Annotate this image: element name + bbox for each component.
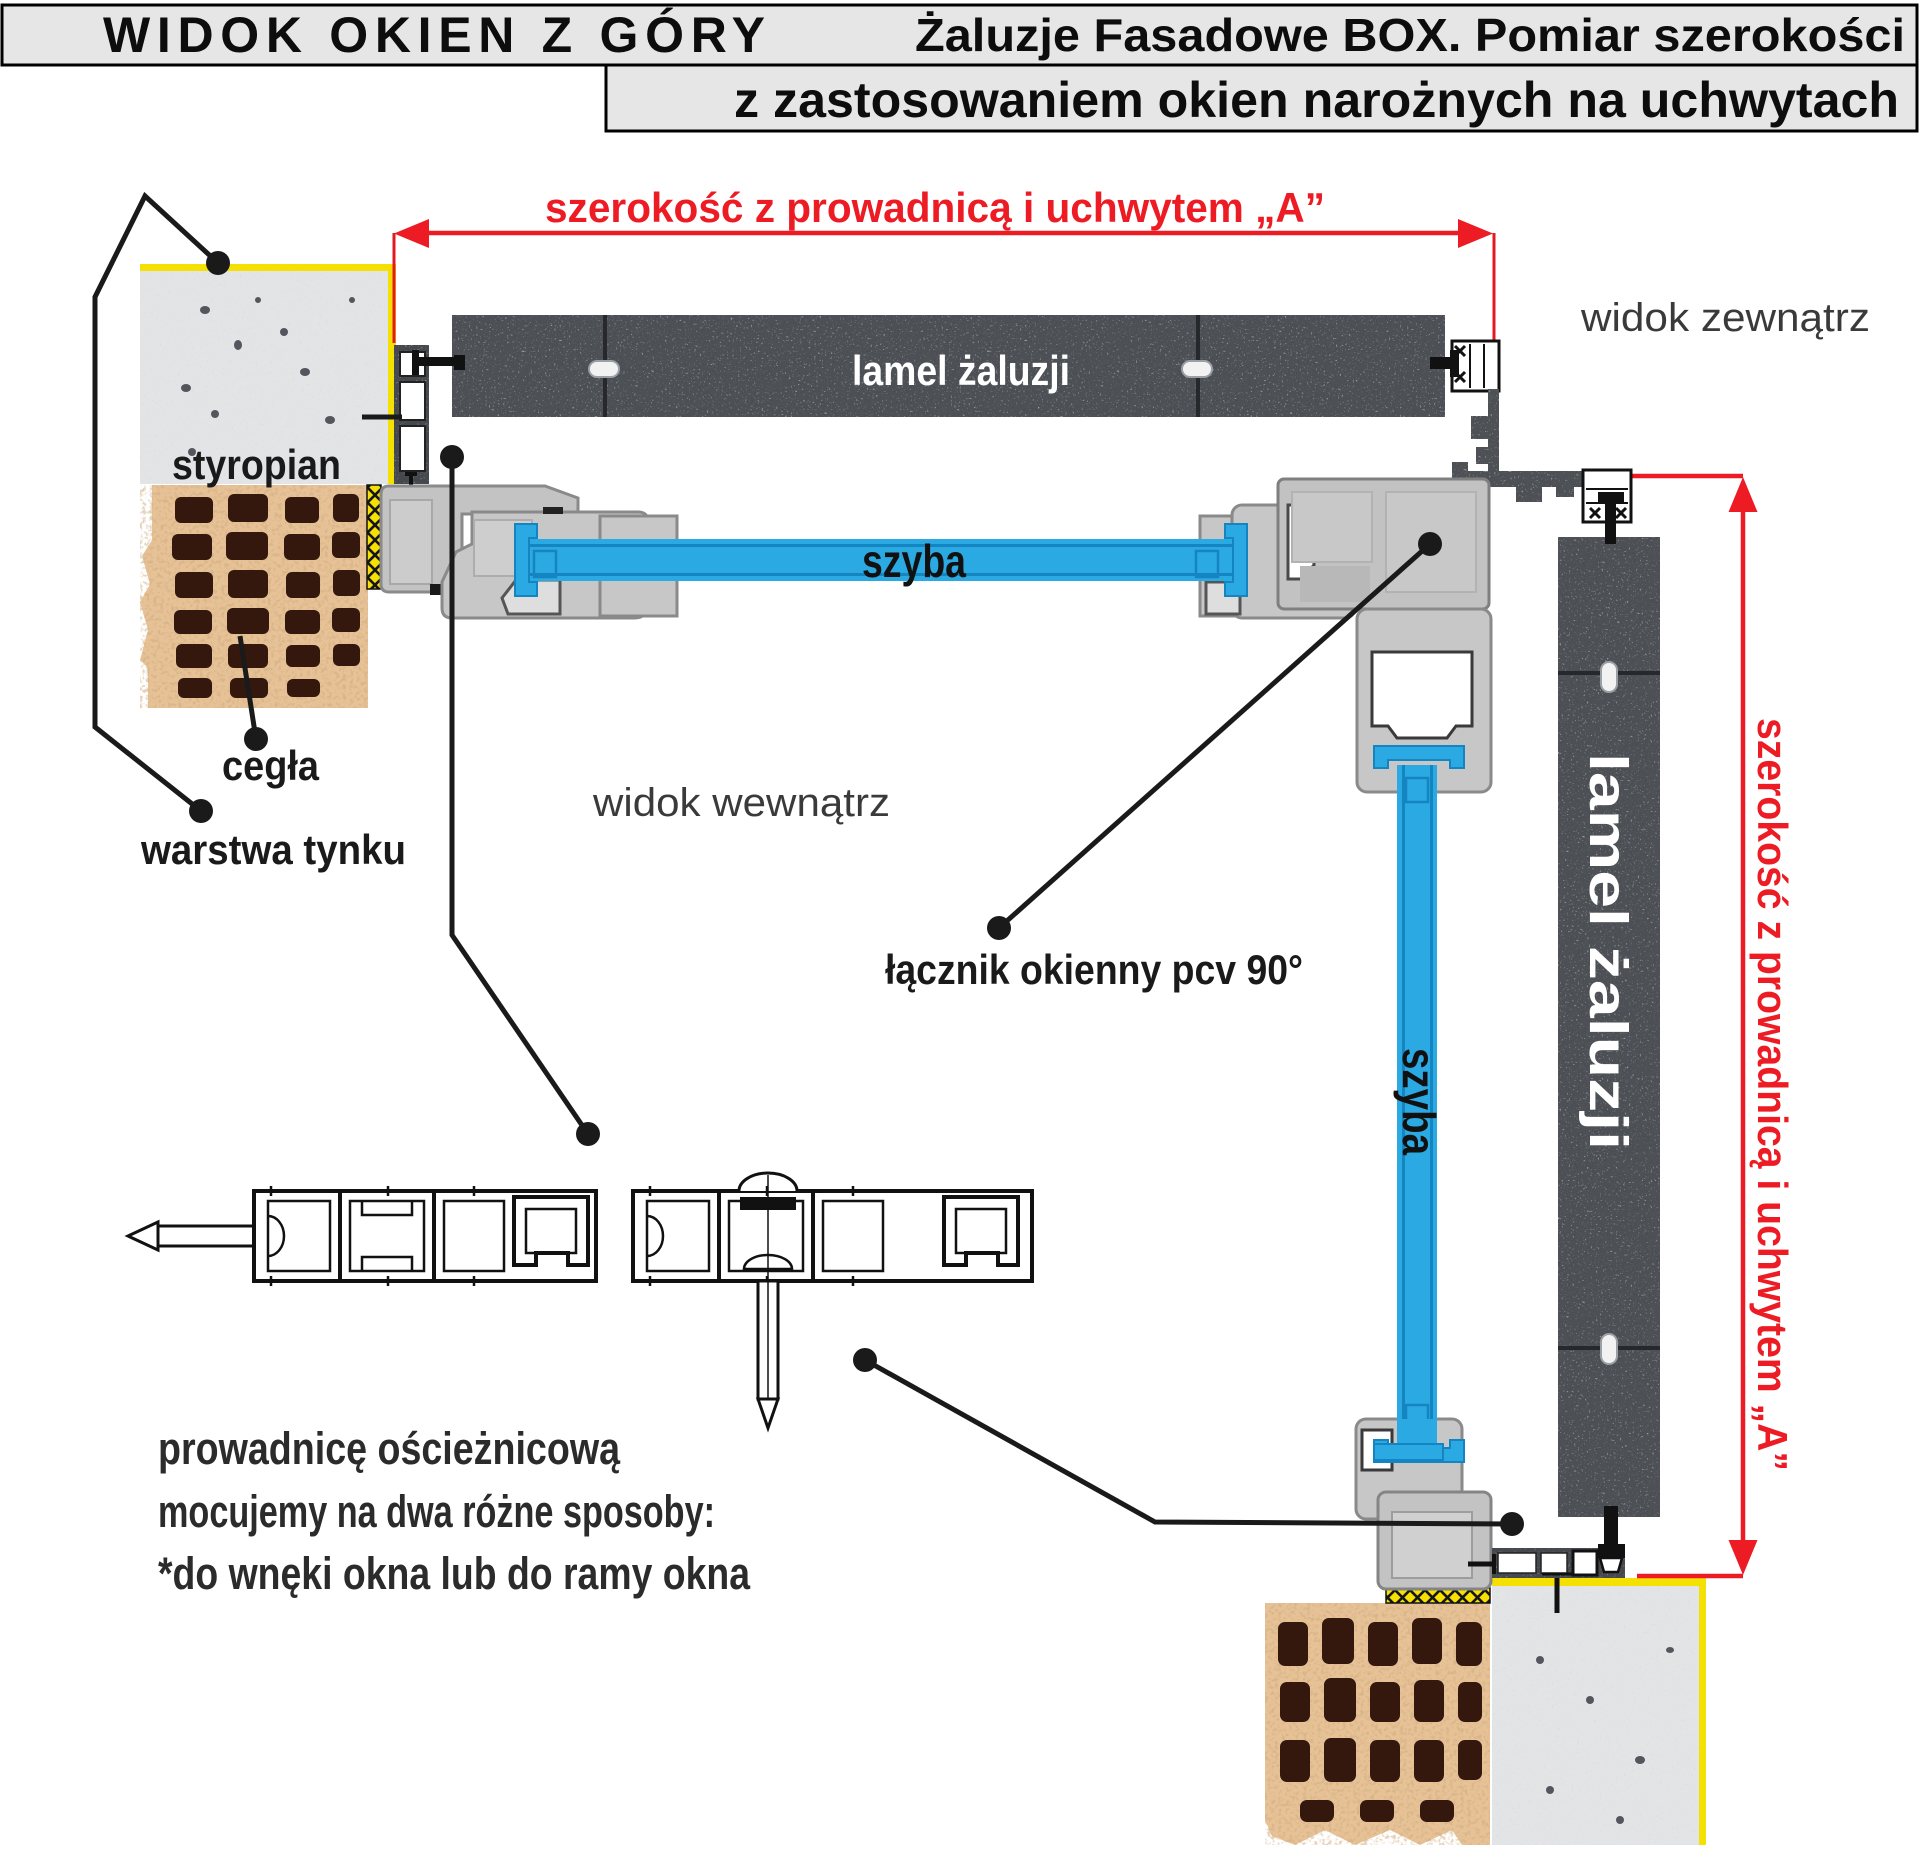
svg-text:prowadnicę ościeżnicową: prowadnicę ościeżnicową	[158, 1423, 621, 1474]
svg-text:szerokość z prowadnicą i uchwy: szerokość z prowadnicą i uchwytem „A”	[545, 184, 1325, 231]
svg-text:szyba: szyba	[862, 535, 966, 587]
svg-text:łącznik okienny pcv 90°: łącznik okienny pcv 90°	[885, 946, 1303, 993]
svg-text:warstwa tynku: warstwa tynku	[140, 826, 406, 873]
svg-text:lamel żaluzji: lamel żaluzji	[852, 347, 1070, 394]
svg-text:Żaluzje Fasadowe BOX. Pomiar s: Żaluzje Fasadowe BOX. Pomiar szerokości	[915, 9, 1905, 61]
svg-text:styropian: styropian	[172, 441, 341, 488]
svg-text:szyba: szyba	[1393, 1048, 1445, 1155]
svg-text:widok wewnątrz: widok wewnątrz	[592, 781, 890, 825]
svg-text:z zastosowaniem okien narożnyc: z zastosowaniem okien narożnych na uchwy…	[734, 72, 1899, 128]
svg-text:szerokość z prowadnicą i uchwy: szerokość z prowadnicą i uchwytem „A”	[1749, 718, 1796, 1471]
svg-text:lamel żaluzji: lamel żaluzji	[1578, 753, 1638, 1150]
svg-text:*do wnęki okna lub do ramy okn: *do wnęki okna lub do ramy okna	[158, 1548, 751, 1599]
svg-text:mocujemy na dwa różne sposoby:: mocujemy na dwa różne sposoby:	[158, 1486, 715, 1537]
svg-text:cegła: cegła	[222, 742, 320, 789]
svg-text:widok zewnątrz: widok zewnątrz	[1580, 296, 1870, 340]
